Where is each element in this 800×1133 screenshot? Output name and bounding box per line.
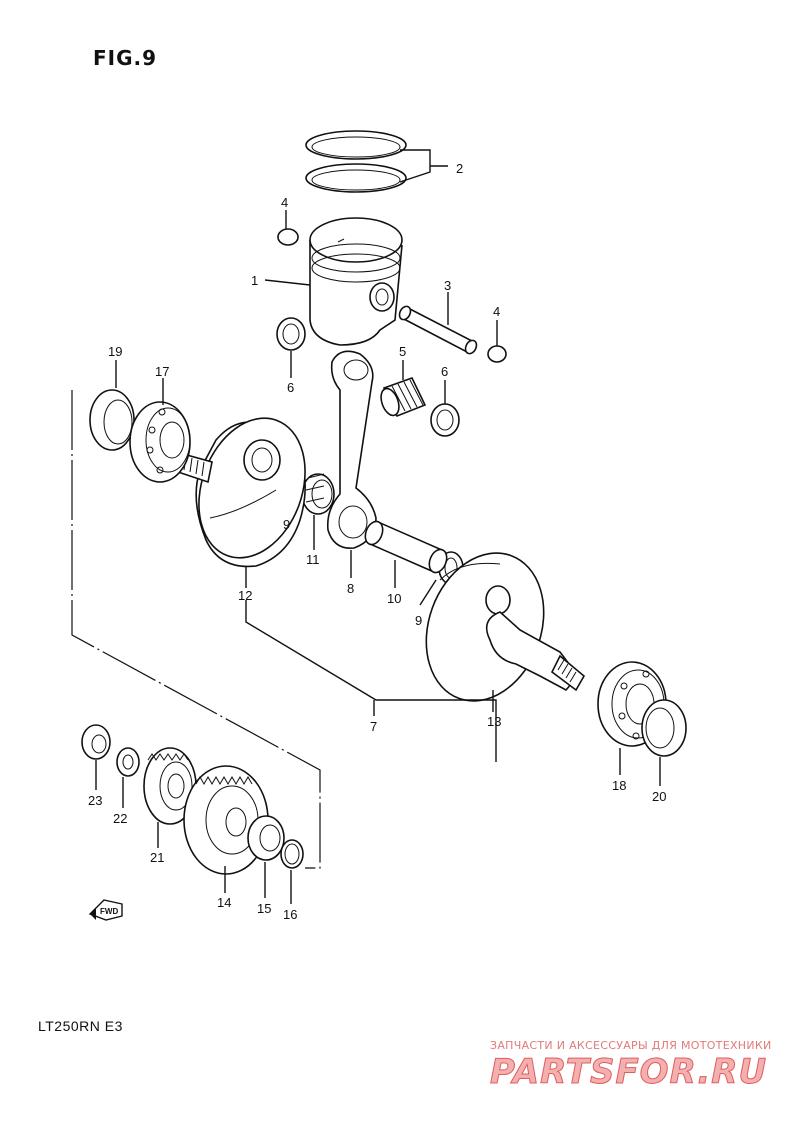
callout-9-left: 9 bbox=[283, 517, 290, 532]
thrust-washer-right bbox=[430, 380, 460, 437]
model-code: LT250RN E3 bbox=[38, 1018, 123, 1034]
callout-18: 18 bbox=[612, 778, 626, 793]
thrust-washer-left bbox=[276, 317, 306, 378]
callout-13: 13 bbox=[487, 714, 501, 729]
callout-7: 7 bbox=[370, 719, 377, 734]
gear-circlip bbox=[280, 839, 304, 904]
crankshaft-assembly-bracket bbox=[71, 390, 497, 869]
callout-2: 2 bbox=[456, 161, 463, 176]
oil-pump-drive-gear bbox=[183, 765, 269, 893]
watermark-tagline: ЗАПЧАСТИ И АКСЕССУАРЫ ДЛЯ МОТОТЕХНИКИ bbox=[490, 1039, 772, 1052]
callout-1: 1 bbox=[251, 273, 258, 288]
crankshaft-right-half bbox=[425, 552, 586, 712]
callout-5: 5 bbox=[399, 344, 406, 359]
fwd-label: FWD bbox=[100, 907, 118, 916]
callout-21: 21 bbox=[150, 850, 164, 865]
piston-rings bbox=[305, 130, 448, 193]
oil-seal-right bbox=[641, 699, 687, 786]
crank-washer bbox=[116, 747, 140, 808]
callout-4-left: 4 bbox=[281, 195, 288, 210]
callout-4-right: 4 bbox=[493, 304, 500, 319]
callout-9-right: 9 bbox=[415, 613, 422, 628]
circlip-left bbox=[277, 210, 299, 246]
oil-seal-left bbox=[89, 360, 135, 451]
callout-23: 23 bbox=[88, 793, 102, 808]
callout-17: 17 bbox=[155, 364, 169, 379]
callout-8: 8 bbox=[347, 581, 354, 596]
callout-14: 14 bbox=[217, 895, 231, 910]
callout-3: 3 bbox=[444, 278, 451, 293]
callout-6-left: 6 bbox=[287, 380, 294, 395]
crankshaft-left-half bbox=[171, 417, 306, 588]
callout-11: 11 bbox=[306, 552, 320, 567]
crank-bearing-left bbox=[129, 378, 191, 483]
callout-12: 12 bbox=[238, 588, 252, 603]
circlip-right bbox=[487, 320, 507, 363]
callout-16: 16 bbox=[283, 907, 297, 922]
callout-19: 19 bbox=[108, 344, 122, 359]
figure-title: FIG.9 bbox=[93, 46, 158, 70]
crank-pin bbox=[364, 520, 448, 588]
piston bbox=[264, 217, 403, 346]
callout-labels: 1 2 3 4 4 5 6 6 7 8 9 9 10 11 12 13 14 1… bbox=[88, 161, 666, 922]
callout-15: 15 bbox=[257, 901, 271, 916]
gear-bearing bbox=[247, 815, 285, 898]
crank-nut bbox=[81, 724, 111, 790]
callout-6-right: 6 bbox=[441, 364, 448, 379]
callout-22: 22 bbox=[113, 811, 127, 826]
fwd-arrow-icon: FWD bbox=[88, 899, 123, 921]
callout-10: 10 bbox=[387, 591, 401, 606]
small-end-needle-bearing bbox=[380, 360, 427, 418]
piston-pin bbox=[398, 292, 478, 355]
callout-20: 20 bbox=[652, 789, 666, 804]
primary-drive-gear bbox=[143, 747, 197, 848]
watermark-logo: PARTSFOR.RU bbox=[489, 1052, 768, 1093]
